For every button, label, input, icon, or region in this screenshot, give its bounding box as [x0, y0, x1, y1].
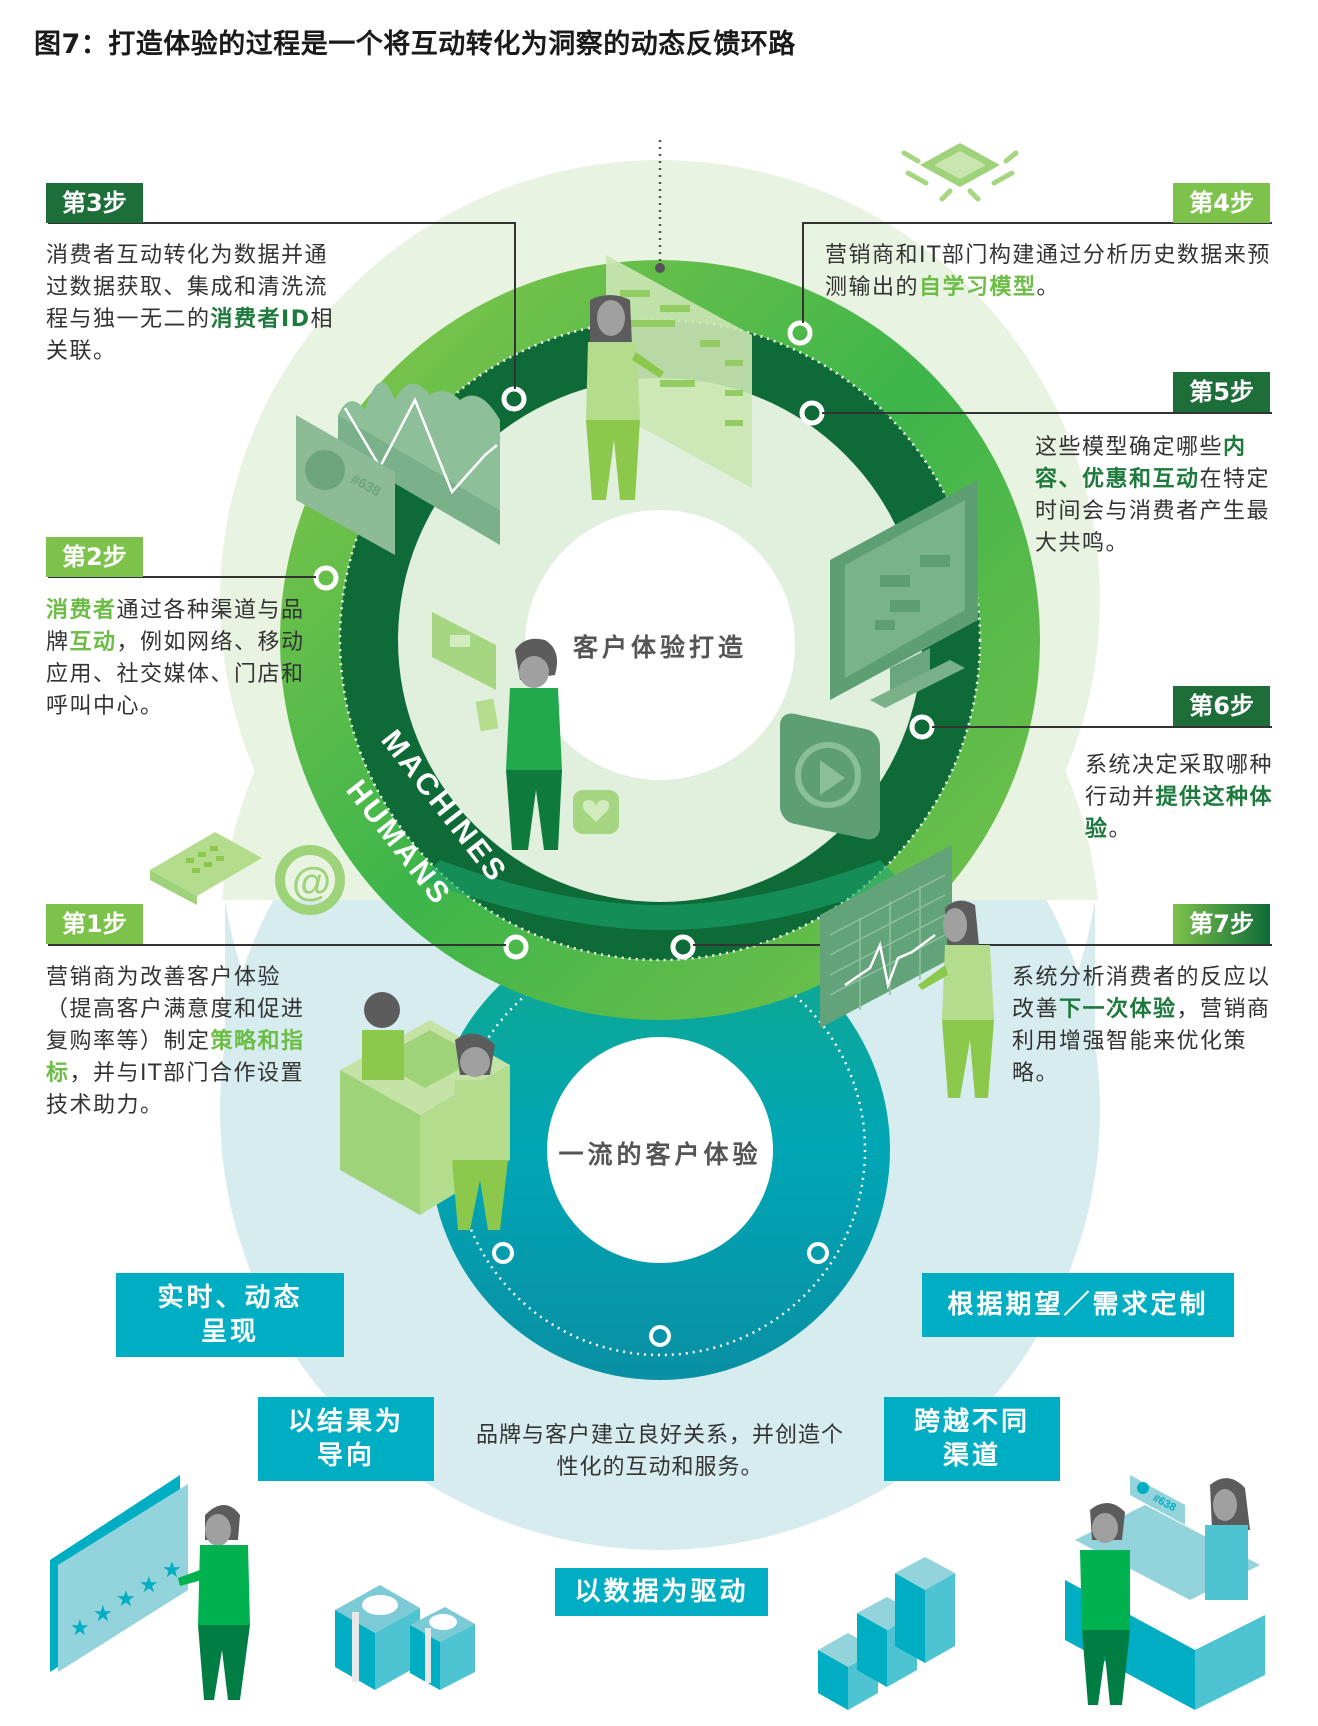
chart-card-icon: #638	[296, 382, 500, 555]
step-4-badge: 第4步	[1173, 183, 1270, 223]
heart-bubble-icon	[573, 790, 619, 834]
outcome-channels: 跨越不同渠道	[884, 1397, 1060, 1481]
step-1-header: 第1步	[46, 904, 156, 946]
svg-text:@: @	[292, 860, 331, 904]
outcome-realtime: 实时、动态呈现	[116, 1273, 344, 1357]
step-4-description: 营销商和IT部门构建通过分析历史数据来预测输出的自学习模型。	[825, 243, 1271, 300]
step-1-description: 营销商为改善客户体验（提高客户满意度和促进复购率等）制定策略和指标，并与IT部门…	[46, 965, 305, 1118]
step-nodes	[313, 320, 935, 1347]
person-woman-counter	[1205, 1478, 1250, 1600]
step-6-badge: 第6步	[1173, 686, 1270, 726]
svg-text:★: ★	[93, 1602, 113, 1627]
person-woman-dashboard	[586, 295, 664, 500]
step-1-badge: 第1步	[46, 904, 143, 944]
person-man-phone	[475, 638, 562, 850]
person-man-rating	[178, 1505, 250, 1700]
step-5-header: 第5步	[1160, 372, 1270, 414]
step-5-badge: 第5步	[1173, 372, 1270, 412]
person-woman-chart	[918, 900, 994, 1098]
svg-text:★: ★	[116, 1587, 136, 1612]
step-5-description: 这些模型确定哪些内容、优惠和互动在特定时间会与消费者产生最大共鸣。	[1035, 435, 1271, 556]
outcome-customized: 根据期望／需求定制	[922, 1273, 1234, 1337]
bar-blocks-icon	[818, 1557, 955, 1710]
chat-bubble-icon	[432, 612, 496, 690]
lower-center-label: 一流的客户体验	[558, 1140, 762, 1169]
svg-text:★: ★	[162, 1558, 182, 1583]
step-3-description: 消费者互动转化为数据并通过数据获取、集成和清洗流程与独一无二的消费者ID相关联。	[46, 243, 334, 364]
step-7-description: 系统分析消费者的反应以改善下一次体验，营销商利用增强智能来优化策略。	[1012, 965, 1271, 1086]
dashboard-screen-icon	[606, 255, 752, 488]
outcome-description: 品牌与客户建立良好关系，并创造个性化的互动和服务。	[475, 1423, 844, 1480]
leader-lines	[48, 222, 1272, 946]
person-man-desk-front	[452, 1033, 508, 1230]
gift-boxes-icon	[335, 1585, 475, 1690]
step-7-header: 第7步	[1160, 904, 1270, 946]
step-6-header: 第6步	[1160, 686, 1270, 728]
step-6-description: 系统决定采取哪种行动并提供这种体验。	[1085, 753, 1274, 842]
outcome-results: 以结果为导向	[258, 1397, 434, 1481]
rating-stars-icon: ★★★★★	[50, 1475, 188, 1672]
step-2-badge: 第2步	[46, 537, 143, 577]
monitor-flowchart-icon	[830, 480, 978, 708]
phone-icon	[150, 832, 262, 905]
step-3-badge: 第3步	[46, 183, 143, 223]
line-chart-screen-icon	[820, 845, 952, 1028]
chip-icon	[901, 143, 1019, 202]
step-2-header: 第2步	[46, 537, 156, 579]
outcome-data-driven: 以数据为驱动	[555, 1568, 768, 1616]
at-sign-icon: @	[275, 845, 345, 915]
person-man-counter	[1080, 1502, 1130, 1705]
play-video-icon	[780, 713, 880, 840]
step-4-header: 第4步	[1160, 183, 1270, 225]
figure-title: 图7：打造体验的过程是一个将互动转化为洞察的动态反馈环路	[34, 29, 796, 60]
step-3-header: 第3步	[46, 183, 516, 225]
svg-text:★: ★	[70, 1616, 90, 1641]
step-7-badge: 第7步	[1173, 904, 1270, 944]
upper-center-label: 客户体验打造	[572, 633, 747, 662]
step-2-description: 消费者通过各种渠道与品牌互动，例如网络、移动应用、社交媒体、门店和呼叫中心。	[46, 598, 305, 719]
person-man-desk-back	[362, 992, 404, 1080]
svg-text:★: ★	[139, 1573, 159, 1598]
